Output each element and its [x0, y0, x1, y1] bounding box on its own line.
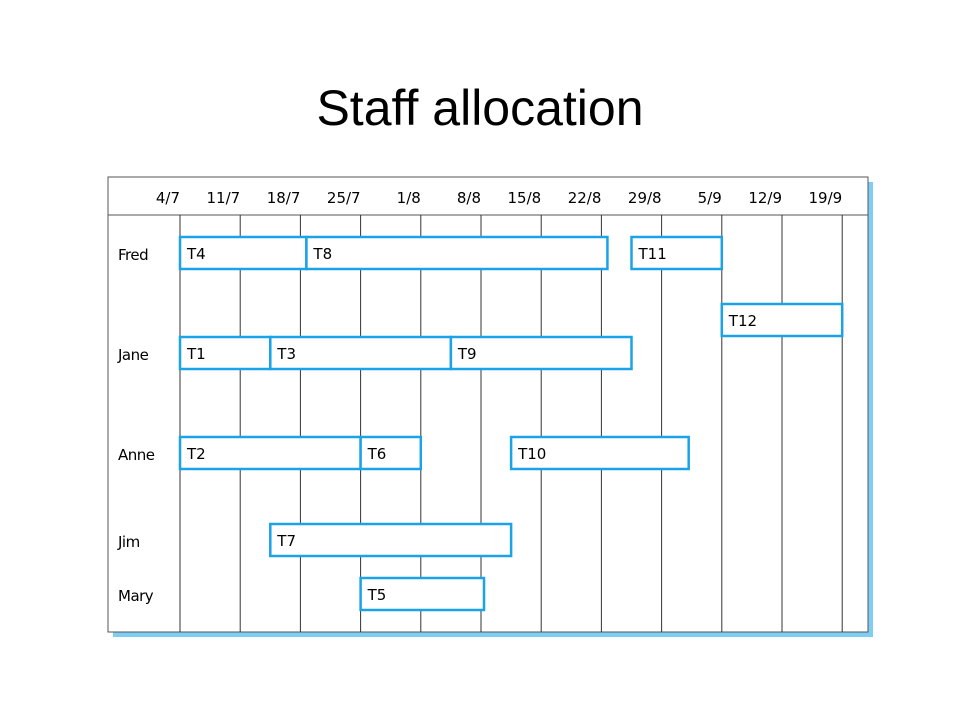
date-tick-label: 29/8 — [628, 189, 662, 207]
task-label: T5 — [367, 586, 387, 604]
task-label: T11 — [638, 245, 667, 263]
date-tick-label: 5/9 — [698, 189, 722, 207]
task-label: T4 — [186, 245, 206, 263]
task-bar-t7[interactable]: T7 — [269, 522, 513, 558]
task-label: T3 — [276, 345, 296, 363]
task-bar-rect[interactable] — [449, 335, 633, 371]
task-label: T10 — [517, 445, 546, 463]
task-bar-rect[interactable] — [720, 302, 844, 338]
date-tick-label: 15/8 — [508, 189, 542, 207]
task-bar-rect[interactable] — [630, 235, 724, 271]
task-bar-rect[interactable] — [359, 576, 486, 612]
task-label: T9 — [457, 345, 477, 363]
task-label: T7 — [276, 532, 296, 550]
task-bar-t10[interactable]: T10 — [509, 435, 690, 471]
task-label: T8 — [312, 245, 332, 263]
task-bar-rect[interactable] — [178, 435, 362, 471]
task-bar-rect[interactable] — [178, 235, 308, 271]
task-label: T6 — [367, 445, 387, 463]
date-tick-label: 22/8 — [568, 189, 602, 207]
task-bar-t12[interactable]: T12 — [720, 302, 844, 338]
task-bar-rect[interactable] — [269, 522, 513, 558]
date-tick-label: 25/7 — [327, 189, 361, 207]
staff-label: Fred — [118, 246, 148, 264]
staff-label: Jim — [117, 533, 140, 551]
task-bar-rect[interactable] — [359, 435, 423, 471]
task-bar-rect[interactable] — [269, 335, 453, 371]
task-bar-t5[interactable]: T5 — [359, 576, 486, 612]
task-label: T1 — [186, 345, 206, 363]
date-tick-label: 12/9 — [748, 189, 782, 207]
task-label: T2 — [186, 445, 206, 463]
task-label: T12 — [728, 312, 757, 330]
date-tick-label: 19/9 — [809, 189, 843, 207]
task-bar-t2[interactable]: T2 — [178, 435, 362, 471]
task-bar-t9[interactable]: T9 — [449, 335, 633, 371]
task-bar-t1[interactable]: T1 — [178, 335, 272, 371]
staff-label: Jane — [117, 346, 149, 364]
date-tick-label: 11/7 — [207, 189, 241, 207]
slide-title: Staff allocation — [316, 80, 644, 136]
task-bar-rect[interactable] — [305, 235, 609, 271]
task-bar-t6[interactable]: T6 — [359, 435, 423, 471]
staff-label: Anne — [118, 446, 155, 464]
task-bar-rect[interactable] — [178, 335, 272, 371]
task-bar-t3[interactable]: T3 — [269, 335, 453, 371]
date-tick-label: 4/7 — [156, 189, 180, 207]
date-tick-label: 1/8 — [397, 189, 421, 207]
task-bar-rect[interactable] — [509, 435, 690, 471]
task-bar-t4[interactable]: T4 — [178, 235, 308, 271]
date-tick-label: 18/7 — [267, 189, 301, 207]
task-bar-t8[interactable]: T8 — [305, 235, 609, 271]
staff-label: Mary — [118, 587, 154, 605]
task-bar-t11[interactable]: T11 — [630, 235, 724, 271]
date-tick-label: 8/8 — [457, 189, 481, 207]
